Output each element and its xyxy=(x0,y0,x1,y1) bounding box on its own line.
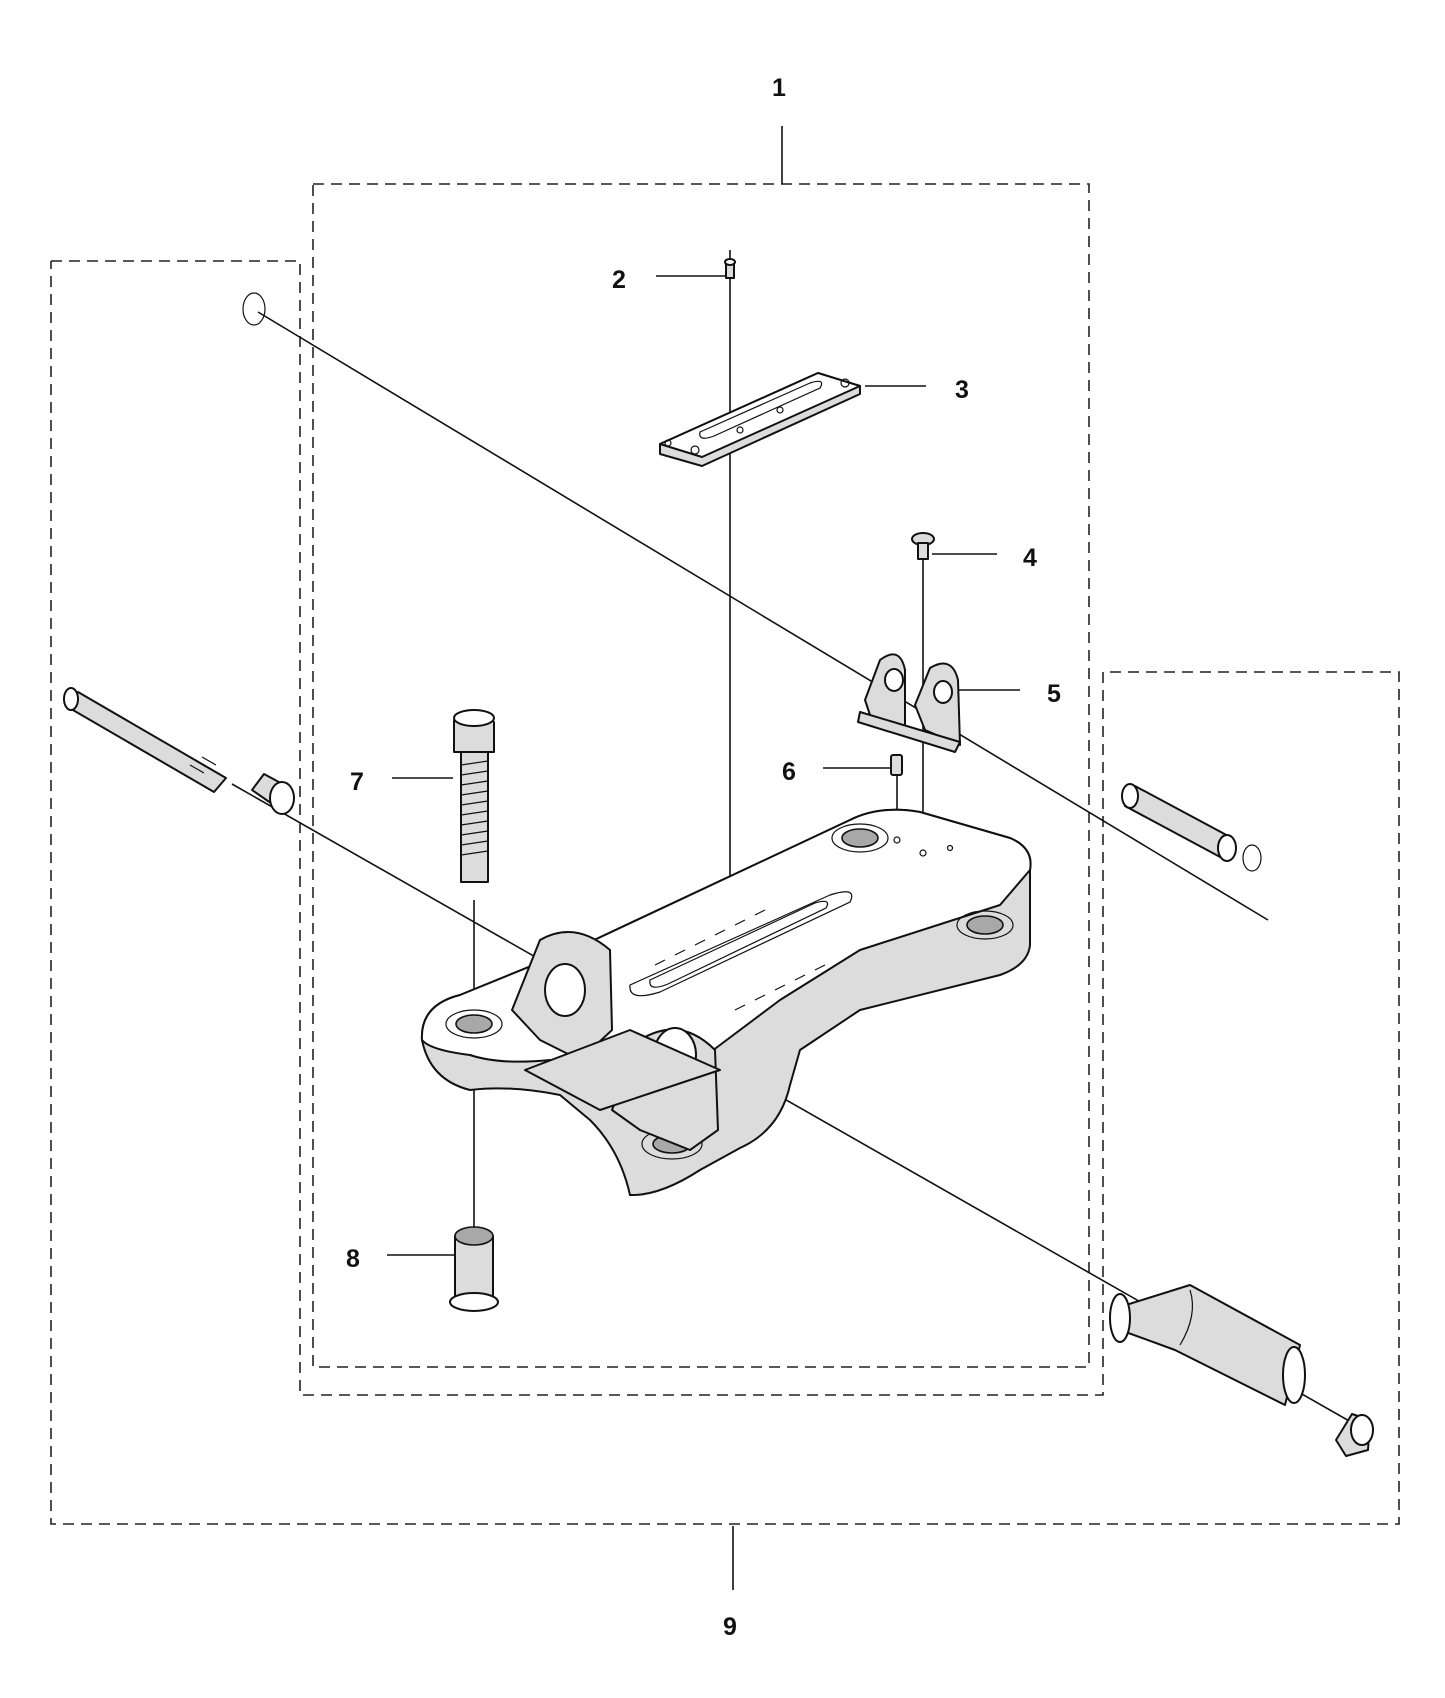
callout-8: 8 xyxy=(346,1245,360,1273)
dowel-part-6 xyxy=(890,754,903,776)
screw-part-2 xyxy=(724,258,736,279)
slotted-plate-part-3 xyxy=(659,372,861,467)
circlip-upper-left xyxy=(242,292,266,326)
bracket-part-5 xyxy=(857,653,961,753)
bushing-left xyxy=(251,773,295,815)
bolt-part-7 xyxy=(453,709,495,883)
assembly-group-boxes xyxy=(50,183,1400,1525)
threaded-sleeve-part-8 xyxy=(449,1226,499,1312)
callout-labels: 1 2 3 4 5 6 7 8 9 xyxy=(346,74,1061,1641)
callout-9: 9 xyxy=(723,1613,737,1641)
end-cap-lower-right xyxy=(1335,1413,1374,1457)
callout-5: 5 xyxy=(1047,680,1061,708)
callout-3: 3 xyxy=(955,376,969,404)
callout-4: 4 xyxy=(1023,544,1037,572)
sleeve-upper-right xyxy=(1121,783,1262,872)
group-box-1 xyxy=(312,183,1090,1368)
sleeve-lower-right xyxy=(1109,1284,1306,1406)
callout-1: 1 xyxy=(772,74,786,102)
base-plate-main xyxy=(420,808,1032,1197)
callout-6: 6 xyxy=(782,758,796,786)
callout-7: 7 xyxy=(350,768,364,796)
group-box-9 xyxy=(50,260,1400,1525)
long-bolt-left xyxy=(63,687,227,793)
callout-2: 2 xyxy=(612,266,626,294)
screw-part-4 xyxy=(911,532,935,560)
